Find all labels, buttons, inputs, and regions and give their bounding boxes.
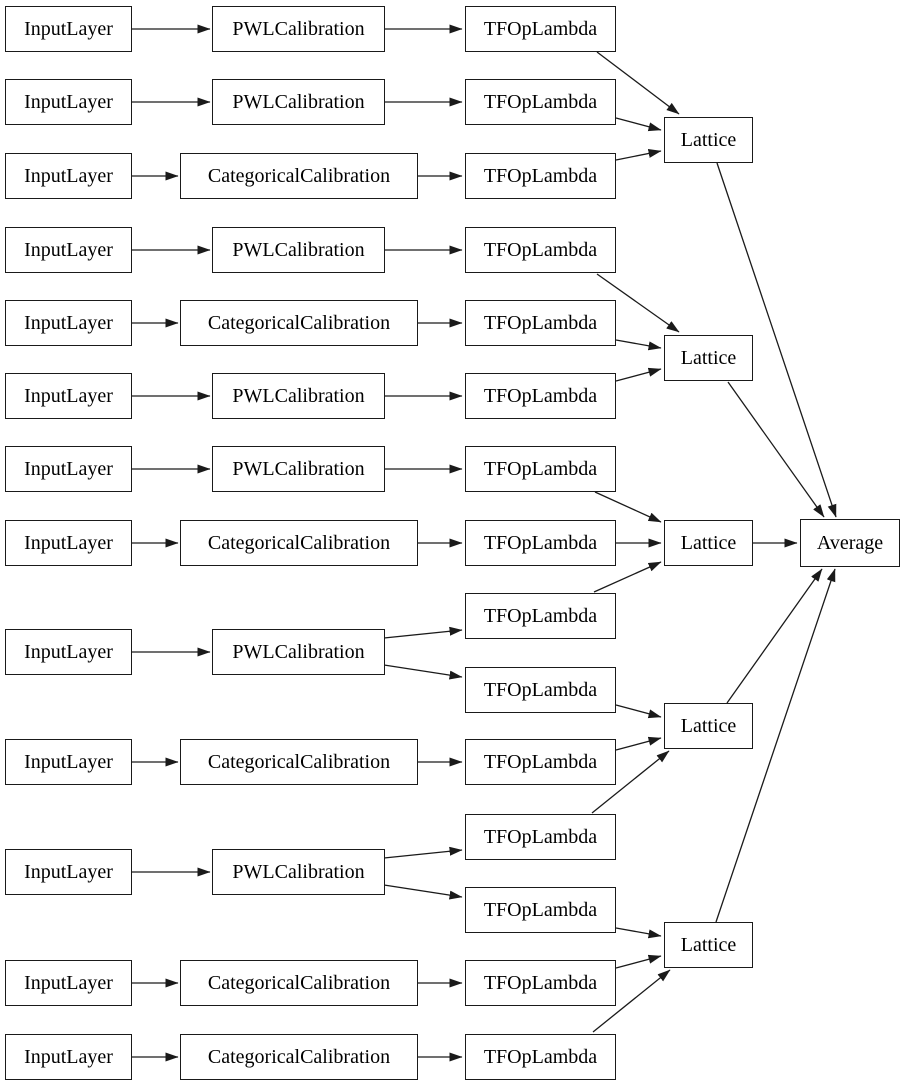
node-tf-op-lambda: TFOpLambda xyxy=(465,79,616,125)
edge-lambda-lattice xyxy=(615,704,662,719)
node-tf-op-lambda: TFOpLambda xyxy=(465,300,616,346)
edge-lambda-lattice xyxy=(615,339,662,351)
edge-lambda-lattice xyxy=(596,51,680,115)
node-pwl-calibration: PWLCalibration xyxy=(212,227,385,273)
node-tf-op-lambda: TFOpLambda xyxy=(465,887,616,933)
node-categorical-calibration: CategoricalCalibration xyxy=(180,153,418,199)
node-input-layer: InputLayer xyxy=(5,227,132,273)
node-lattice: Lattice xyxy=(664,520,753,566)
edge-calibration-lambda xyxy=(383,884,463,900)
node-input-layer: InputLayer xyxy=(5,79,132,125)
node-lattice: Lattice xyxy=(664,703,753,749)
node-categorical-calibration: CategoricalCalibration xyxy=(180,520,418,566)
node-pwl-calibration: PWLCalibration xyxy=(212,629,385,675)
node-input-layer: InputLayer xyxy=(5,373,132,419)
node-tf-op-lambda: TFOpLambda xyxy=(465,960,616,1006)
node-lattice: Lattice xyxy=(664,335,753,381)
edge-lambda-lattice xyxy=(593,561,662,593)
edge-calibration-lambda xyxy=(383,626,463,639)
node-tf-op-lambda: TFOpLambda xyxy=(465,1034,616,1080)
edge-lattice-average xyxy=(727,381,825,518)
node-pwl-calibration: PWLCalibration xyxy=(212,849,385,895)
node-input-layer: InputLayer xyxy=(5,153,132,199)
node-input-layer: InputLayer xyxy=(5,520,132,566)
node-input-layer: InputLayer xyxy=(5,849,132,895)
node-tf-op-lambda: TFOpLambda xyxy=(465,373,616,419)
edge-lambda-lattice xyxy=(591,750,670,814)
node-tf-op-lambda: TFOpLambda xyxy=(465,446,616,492)
node-lattice: Lattice xyxy=(664,922,753,968)
node-tf-op-lambda: TFOpLambda xyxy=(465,153,616,199)
edge-lattice-average xyxy=(715,568,836,923)
node-input-layer: InputLayer xyxy=(5,6,132,52)
node-tf-op-lambda: TFOpLambda xyxy=(465,667,616,713)
edge-lambda-lattice xyxy=(592,969,671,1033)
node-tf-op-lambda: TFOpLambda xyxy=(465,520,616,566)
node-tf-op-lambda: TFOpLambda xyxy=(465,814,616,860)
node-input-layer: InputLayer xyxy=(5,446,132,492)
node-input-layer: InputLayer xyxy=(5,300,132,346)
node-input-layer: InputLayer xyxy=(5,629,132,675)
edge-lattice-average xyxy=(716,162,837,518)
node-categorical-calibration: CategoricalCalibration xyxy=(180,739,418,785)
edge-calibration-lambda xyxy=(383,664,463,680)
node-tf-op-lambda: TFOpLambda xyxy=(465,739,616,785)
edge-lambda-lattice xyxy=(615,954,662,969)
node-average: Average xyxy=(800,519,900,567)
edge-calibration-lambda xyxy=(383,846,463,859)
node-tf-op-lambda: TFOpLambda xyxy=(465,6,616,52)
edge-lambda-lattice xyxy=(615,149,662,161)
node-input-layer: InputLayer xyxy=(5,739,132,785)
edge-lambda-lattice xyxy=(615,117,662,132)
node-pwl-calibration: PWLCalibration xyxy=(212,6,385,52)
edge-lambda-lattice xyxy=(615,736,662,751)
edge-lambda-lattice xyxy=(615,927,662,939)
edge-lambda-lattice xyxy=(596,273,680,333)
node-pwl-calibration: PWLCalibration xyxy=(212,373,385,419)
node-tf-op-lambda: TFOpLambda xyxy=(465,227,616,273)
node-pwl-calibration: PWLCalibration xyxy=(212,79,385,125)
edge-lambda-lattice xyxy=(594,491,662,523)
node-input-layer: InputLayer xyxy=(5,960,132,1006)
edge-lambda-lattice xyxy=(615,367,662,382)
node-pwl-calibration: PWLCalibration xyxy=(212,446,385,492)
node-tf-op-lambda: TFOpLambda xyxy=(465,593,616,639)
edge-group xyxy=(132,24,837,1062)
node-categorical-calibration: CategoricalCalibration xyxy=(180,1034,418,1080)
node-categorical-calibration: CategoricalCalibration xyxy=(180,960,418,1006)
node-categorical-calibration: CategoricalCalibration xyxy=(180,300,418,346)
node-input-layer: InputLayer xyxy=(5,1034,132,1080)
node-lattice: Lattice xyxy=(664,117,753,163)
edge-lattice-average xyxy=(726,568,823,704)
